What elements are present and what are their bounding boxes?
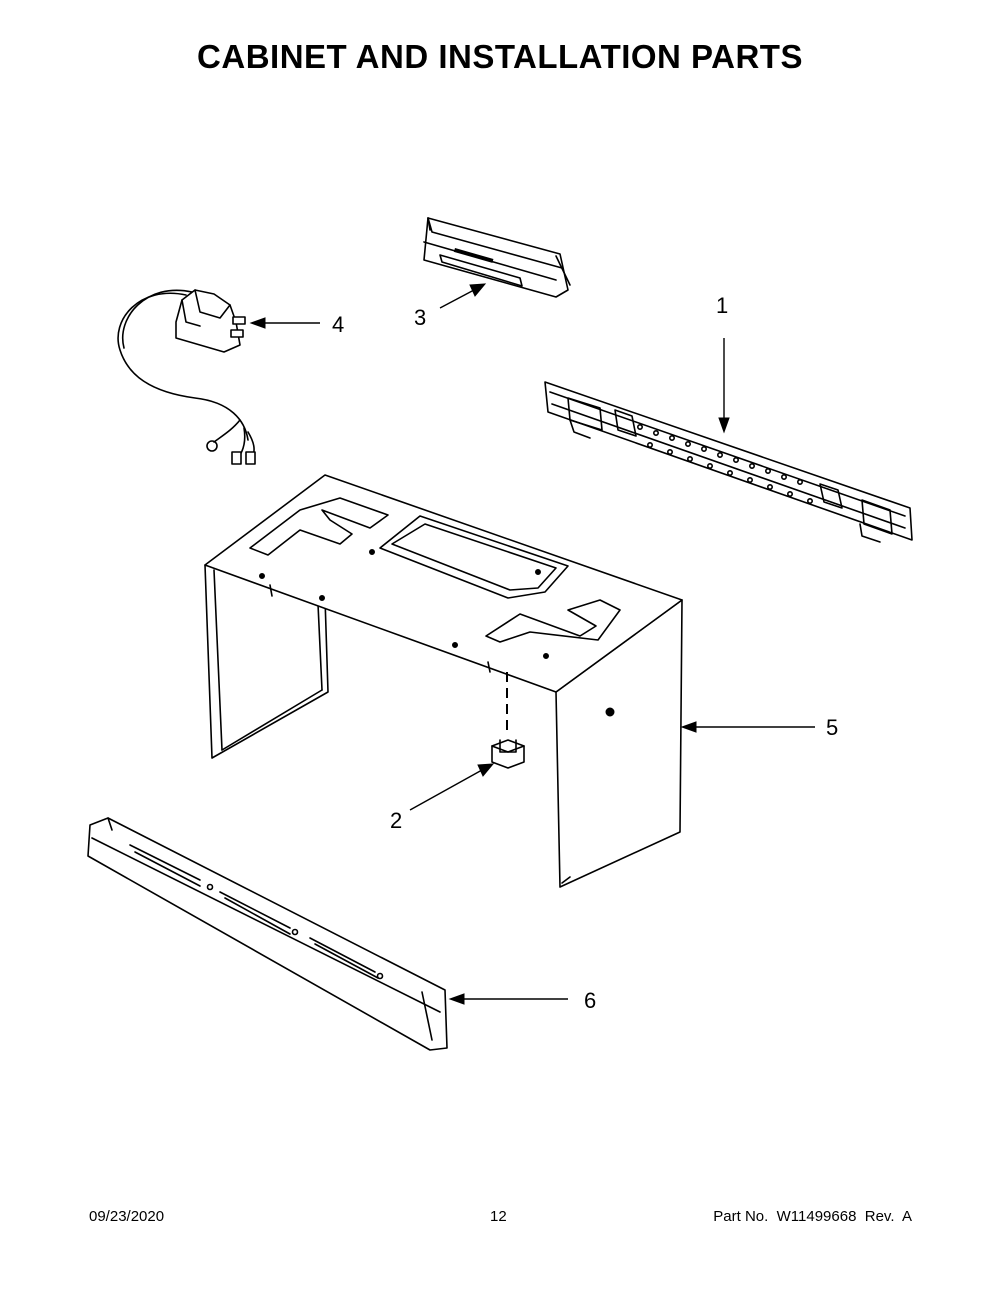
footer-date: 09/23/2020 [89,1208,165,1225]
footer-page-number: 12 [490,1208,507,1225]
leader-lines [249,283,815,1005]
front-bottom-trim-part[interactable] [87,817,448,1051]
thermal-fuse-part[interactable] [491,672,525,769]
callout-4-label: 4 [332,312,345,337]
mounting-plate-holes [636,423,813,504]
damper-part[interactable] [423,217,571,298]
cabinet-wrapper-part[interactable] [204,474,683,888]
callout-3-label: 3 [414,305,427,330]
callout-2-label: 2 [390,808,403,833]
callout-5-label: 5 [826,715,839,740]
callout-6-label: 6 [584,988,597,1013]
page-title: CABINET AND INSTALLATION PARTS [197,38,803,75]
mounting-plate-part[interactable] [544,381,913,543]
power-cord-part[interactable] [117,289,256,465]
footer-part-number: Part No. W11499668 Rev. A [713,1208,912,1225]
callout-1-label: 1 [716,293,729,318]
